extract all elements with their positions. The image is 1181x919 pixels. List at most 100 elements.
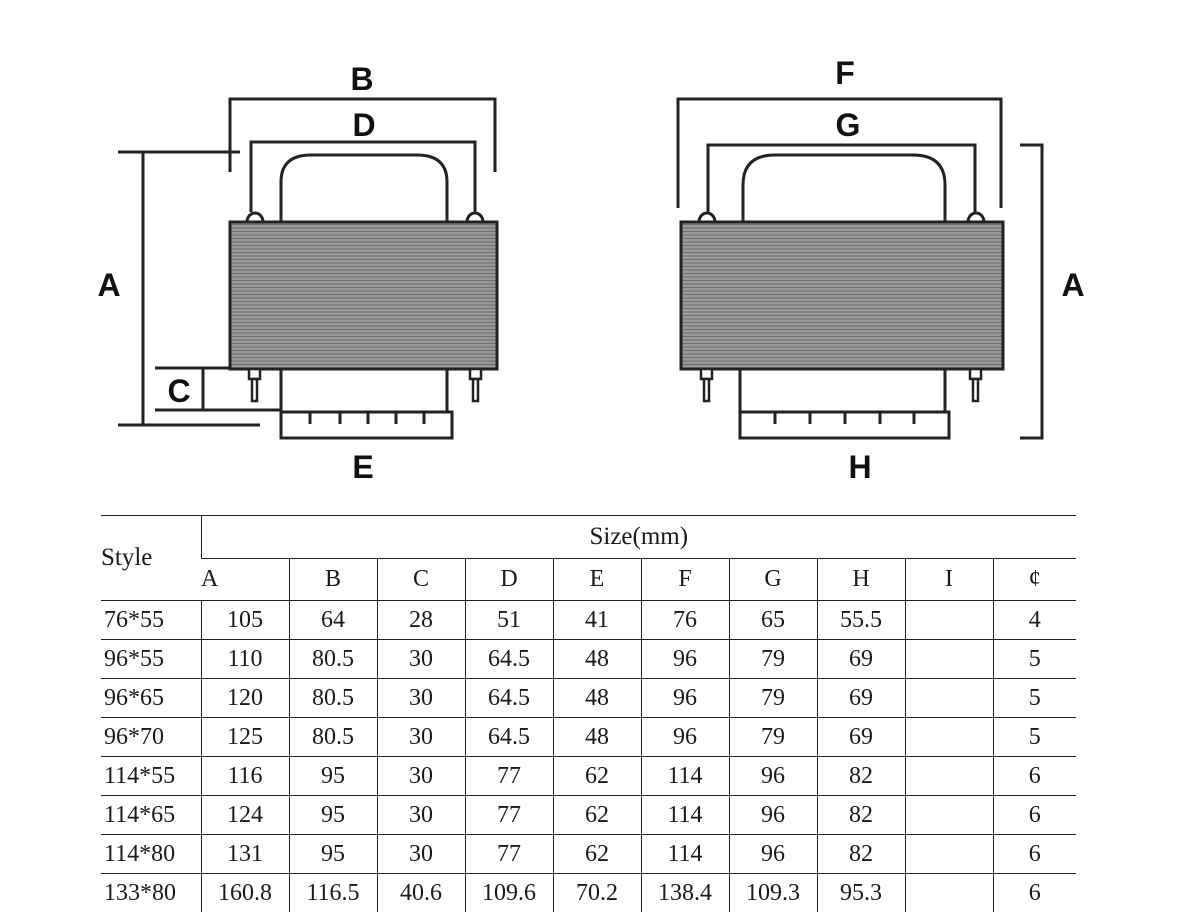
dimension-cell: 64 (288, 600, 377, 640)
dimension-cell: 125 (200, 717, 289, 757)
size-group-header: Size(mm) (200, 515, 1077, 559)
transformer-dimension-drawing: B D A C E F G A H (97, 55, 1084, 485)
dimension-cell (904, 834, 993, 874)
dimension-cell: 69 (816, 639, 905, 679)
dimension-cell: 30 (376, 795, 465, 835)
dimension-cell: 96 (640, 678, 729, 718)
dimension-cell: 96 (640, 639, 729, 679)
bottom-frame-right (738, 369, 947, 414)
mounting-bolt-right-right-view-shank (971, 377, 980, 403)
dimension-cell: 116.5 (288, 873, 377, 912)
label-d: D (352, 107, 375, 143)
dimension-b-bracket (228, 97, 497, 172)
dimension-cell: 30 (376, 756, 465, 796)
dimension-cell: 82 (816, 795, 905, 835)
dimension-cell: 77 (464, 756, 553, 796)
dimension-cell: 6 (992, 834, 1077, 874)
dimension-cell: 62 (552, 834, 641, 874)
dimension-cell: 79 (728, 678, 817, 718)
style-cell: 96*55 (101, 639, 201, 679)
dimension-cell: 79 (728, 717, 817, 757)
dimension-cell: 114 (640, 756, 729, 796)
dimension-cell: 69 (816, 717, 905, 757)
dimension-cell: 96 (728, 795, 817, 835)
dimension-cell: 77 (464, 834, 553, 874)
base-pins-right (773, 412, 916, 424)
dimension-cell: 96 (728, 834, 817, 874)
style-column-header: Style (101, 515, 201, 601)
dimension-cell: 160.8 (200, 873, 289, 912)
column-header: F (640, 558, 729, 601)
dimension-d-bracket (249, 140, 477, 212)
column-header: ¢ (992, 558, 1077, 601)
column-header: A (201, 558, 289, 601)
dimension-cell: 30 (376, 834, 465, 874)
dimension-cell: 51 (464, 600, 553, 640)
mounting-bolt-left-shank (250, 377, 259, 403)
dimension-cell: 48 (552, 717, 641, 757)
style-cell: 76*55 (101, 600, 201, 640)
top-handle (279, 153, 449, 222)
dimension-cell: 96 (728, 756, 817, 796)
dimension-cell: 105 (200, 600, 289, 640)
label-h: H (848, 449, 871, 485)
dimension-cell: 80.5 (288, 678, 377, 718)
dimension-cell: 6 (992, 756, 1077, 796)
dimension-cell: 124 (200, 795, 289, 835)
column-header: B (288, 558, 377, 601)
dimension-cell: 138.4 (640, 873, 729, 912)
dimension-cell: 82 (816, 834, 905, 874)
dimension-cell: 70.2 (552, 873, 641, 912)
dimension-cell: 80.5 (288, 639, 377, 679)
dimension-a-right-bracket (1020, 143, 1044, 440)
mounting-bolt-right-right-view (968, 367, 983, 381)
dimension-cell: 4 (992, 600, 1077, 640)
dimension-cell: 40.6 (376, 873, 465, 912)
dimension-cell: 95.3 (816, 873, 905, 912)
label-b: B (350, 61, 373, 97)
dimension-cell: 95 (288, 756, 377, 796)
label-a-left: A (97, 267, 120, 303)
dimension-cell: 77 (464, 795, 553, 835)
dimension-cell: 48 (552, 678, 641, 718)
label-c: C (167, 373, 190, 409)
dimension-cell: 131 (200, 834, 289, 874)
column-header: I (904, 558, 993, 601)
left-view (118, 97, 499, 440)
mounting-bolt-right (468, 367, 483, 381)
dimension-cell (904, 639, 993, 679)
dimension-cell: 96 (640, 717, 729, 757)
mounting-bolt-left-right-view (699, 367, 714, 381)
laminated-core-right (679, 220, 1005, 371)
column-header: G (728, 558, 817, 601)
dimension-cell: 82 (816, 756, 905, 796)
dimension-cell: 95 (288, 834, 377, 874)
dimension-cell (904, 717, 993, 757)
dimension-cell: 79 (728, 639, 817, 679)
dimension-cell: 62 (552, 795, 641, 835)
dimension-cell: 114 (640, 795, 729, 835)
dimension-cell: 28 (376, 600, 465, 640)
dimension-cell: 95 (288, 795, 377, 835)
laminated-core (228, 220, 499, 371)
dimension-cell: 64.5 (464, 678, 553, 718)
dimension-cell: 64.5 (464, 639, 553, 679)
style-cell: 96*65 (101, 678, 201, 718)
column-header: E (552, 558, 641, 601)
style-cell: 114*55 (101, 756, 201, 796)
dimension-cell: 120 (200, 678, 289, 718)
dimension-cell: 109.3 (728, 873, 817, 912)
dimension-cell: 109.6 (464, 873, 553, 912)
label-a-right: A (1061, 267, 1084, 303)
dimension-cell: 48 (552, 639, 641, 679)
dimension-cell (904, 795, 993, 835)
dimension-cell: 30 (376, 678, 465, 718)
dimension-cell: 30 (376, 639, 465, 679)
